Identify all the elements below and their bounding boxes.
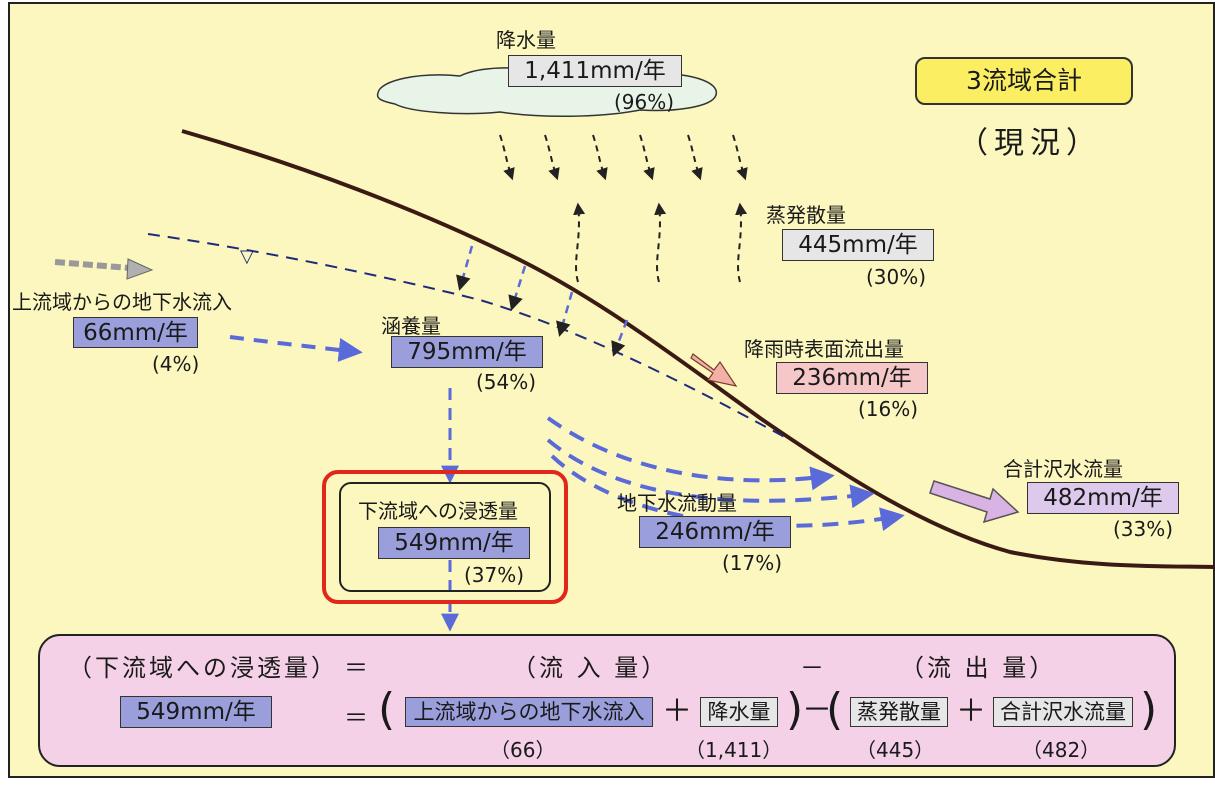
- seepage-label: 下流域への浸透量: [358, 499, 518, 523]
- formula-lhs-label: （下流域への浸透量）: [68, 654, 338, 682]
- formula-minus-top: －: [800, 654, 827, 682]
- formula-outflow-label: （流 出 量）: [900, 654, 1057, 682]
- precip-arrows: [499, 134, 748, 181]
- surface-runoff-value-box: 236mm/年: [776, 362, 928, 394]
- ground-surface-line: [181, 129, 1215, 569]
- seepage-pct: (37%): [464, 563, 525, 587]
- formula-term1-value: （66）: [490, 738, 556, 762]
- precip-pct: (96%): [614, 90, 675, 114]
- stream-outflow-pct: (33%): [1113, 517, 1174, 541]
- water-table-line: [147, 233, 791, 441]
- formula-plus-1: ＋: [662, 694, 692, 729]
- formula-open-paren-2: (: [826, 684, 844, 735]
- formula-open-paren-1: (: [378, 684, 396, 735]
- formula-plus-2: ＋: [956, 694, 986, 729]
- title-text: 3流域合計: [966, 66, 1082, 95]
- recharge-label: 涵養量: [381, 314, 441, 338]
- inflow-to-recharge-arrow: [229, 335, 363, 362]
- formula-close-paren-2: ): [1140, 684, 1158, 735]
- seepage-frame: [339, 482, 551, 592]
- gw-flow-pct: (17%): [722, 551, 783, 575]
- recharge-pct: (54%): [476, 370, 537, 394]
- formula-inflow-label: （流 入 量）: [512, 654, 669, 682]
- formula-eq-top: ＝: [344, 654, 371, 682]
- upstream-arrow: [54, 258, 154, 280]
- evap-pct: (30%): [866, 265, 927, 289]
- precip-value-box: 1,411mm/年: [508, 55, 682, 87]
- formula-term2: 降水量: [700, 697, 778, 727]
- evap-arrows: [573, 202, 748, 283]
- evap-label: 蒸発散量: [766, 203, 846, 227]
- formula-term2-value: （1,411）: [685, 738, 783, 762]
- recharge-value-box: 795mm/年: [391, 336, 543, 368]
- formula-lhs-value: 549mm/年: [120, 696, 272, 728]
- formula-close-paren-1: ): [786, 684, 804, 735]
- formula-minus: －: [802, 693, 832, 728]
- stream-outflow-value-box: 482mm/年: [1027, 482, 1179, 514]
- surface-runoff-label: 降雨時表面流出量: [744, 337, 904, 361]
- seepage-value-box: 549mm/年: [378, 527, 530, 559]
- water-table-symbol: ▽: [240, 246, 254, 267]
- title-box: 3流域合計: [915, 57, 1133, 105]
- surface-runoff-pct: (16%): [858, 397, 919, 421]
- formula-term4: 合計沢水流量: [993, 697, 1133, 727]
- subtitle: （現況）: [958, 126, 1102, 161]
- formula-term3-value: （445）: [856, 738, 935, 762]
- surface-runoff-arrow: [690, 353, 738, 387]
- upstream-value-box: 66mm/年: [73, 317, 198, 348]
- infiltration-arrows: [456, 245, 629, 357]
- evap-value-box: 445mm/年: [782, 229, 934, 261]
- formula-term4-value: （482）: [1022, 738, 1101, 762]
- gw-flow-value-box: 246mm/年: [639, 516, 791, 548]
- formula-term3: 蒸発散量: [850, 697, 948, 727]
- stream-outflow-arrow: [929, 480, 1020, 524]
- gw-flow-label: 地下水流動量: [617, 491, 737, 515]
- upstream-label: 上流域からの地下水流入: [12, 290, 232, 314]
- highlight-frame: [322, 470, 568, 604]
- formula-eq: ＝: [344, 704, 371, 732]
- upstream-pct: (4%): [152, 352, 200, 376]
- precip-label: 降水量: [496, 28, 556, 52]
- stream-outflow-label: 合計沢水流量: [1003, 457, 1123, 481]
- formula-term1: 上流域からの地下水流入: [405, 697, 653, 727]
